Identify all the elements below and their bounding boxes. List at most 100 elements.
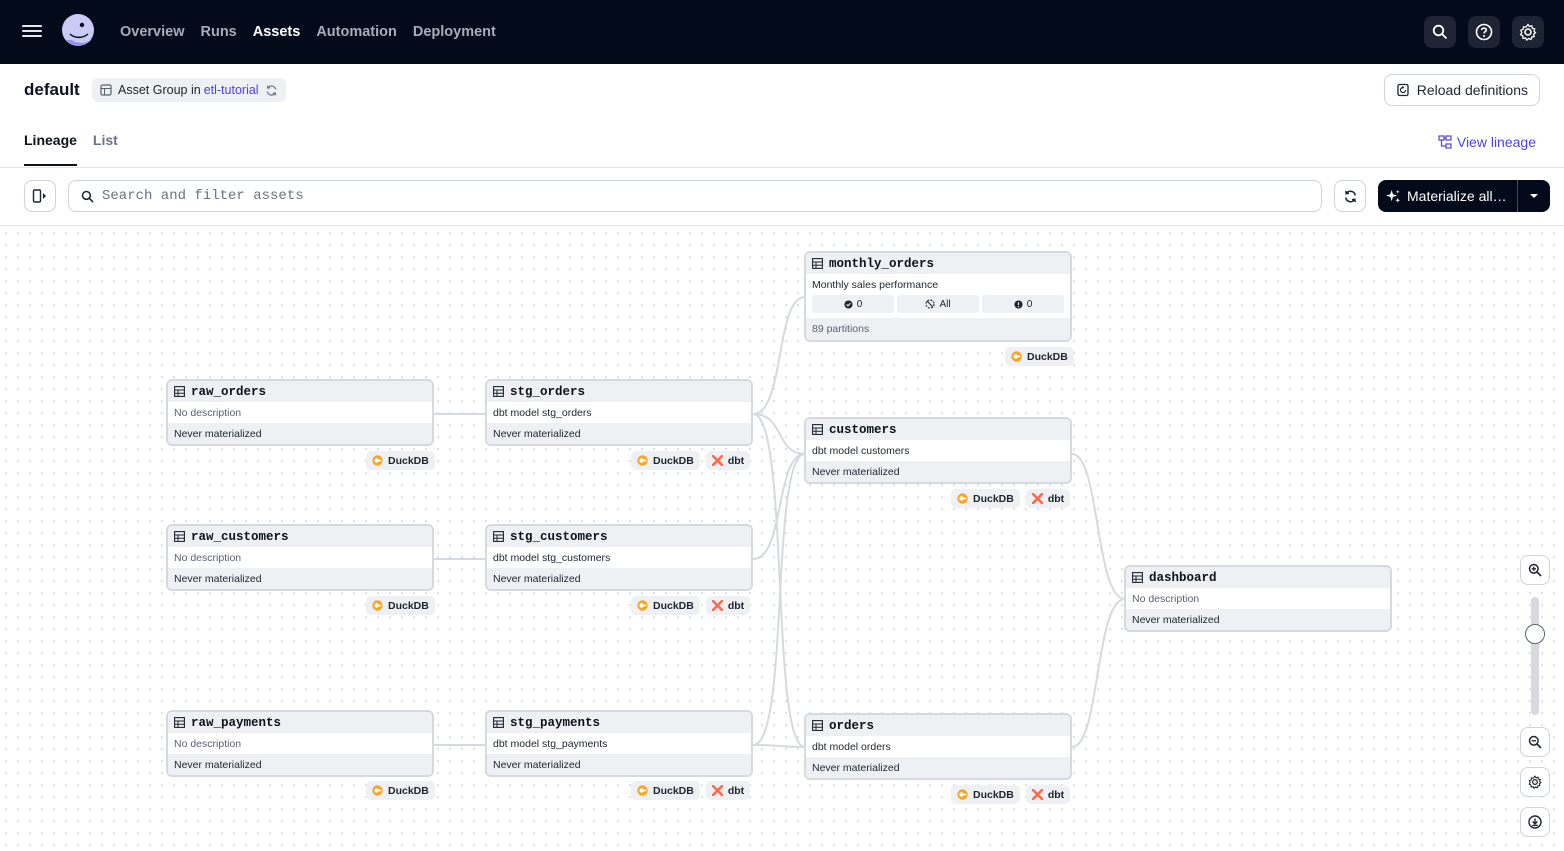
top-nav-bar: Overview Runs Assets Automation Deployme… (0, 0, 1564, 64)
asset-status: Never materialized (806, 461, 1070, 482)
settings-button[interactable] (1512, 16, 1544, 48)
search-icon (1432, 24, 1448, 40)
asset-name[interactable]: customers (829, 422, 897, 437)
download-button[interactable] (1520, 807, 1550, 837)
asset-name[interactable]: raw_customers (191, 529, 289, 544)
reload-definitions-button[interactable]: Reload definitions (1383, 74, 1540, 106)
tag-duckdb: DuckDB (366, 596, 435, 615)
tag-dbt: dbt (705, 596, 751, 615)
duckdb-icon (1011, 351, 1022, 362)
download-icon (1528, 815, 1542, 829)
table-icon (812, 424, 823, 435)
view-lineage-label: View lineage (1456, 134, 1536, 150)
check-circle-icon (844, 299, 853, 309)
zoom-out-button[interactable] (1520, 727, 1550, 757)
asset-name[interactable]: raw_payments (191, 715, 282, 730)
menu-icon[interactable] (22, 22, 44, 42)
asset-node-stg_payments[interactable]: stg_payments dbt model stg_payments Neve… (485, 710, 753, 777)
graph-settings-button[interactable] (1520, 767, 1550, 797)
missing-circle-icon (925, 299, 935, 309)
duckdb-icon (372, 455, 383, 466)
tab-list[interactable]: List (92, 132, 118, 148)
asset-status: Never materialized (487, 568, 751, 589)
search-icon (81, 190, 94, 203)
asset-name[interactable]: raw_orders (191, 384, 267, 399)
table-icon (812, 258, 823, 269)
partitions-missing[interactable]: All (897, 295, 979, 313)
nav-assets[interactable]: Assets (252, 24, 301, 40)
edge-stg_orders-monthly_orders (752, 296, 806, 415)
asset-status: Never materialized (806, 757, 1070, 778)
search-input[interactable] (102, 188, 1282, 204)
nav-deployment[interactable]: Deployment (412, 24, 496, 40)
duckdb-icon (637, 455, 648, 466)
asset-node-customers[interactable]: customers dbt model customers Never mate… (804, 417, 1072, 484)
settings-icon (1519, 23, 1537, 41)
tag-duckdb: DuckDB (1005, 347, 1074, 366)
edge-orders-dashboard (1071, 598, 1126, 748)
tag-dbt: dbt (705, 451, 751, 470)
asset-status: Never materialized (487, 754, 751, 775)
dbt-icon (711, 600, 723, 611)
sparkle-icon (1386, 189, 1401, 203)
duckdb-icon (637, 785, 648, 796)
asset-node-dashboard[interactable]: dashboard No description Never materiali… (1124, 565, 1392, 632)
sidebar-toggle-button[interactable] (24, 180, 56, 212)
asset-search[interactable] (68, 180, 1322, 212)
asset-description: No description (174, 551, 242, 564)
edge-stg_payments-customers (752, 453, 806, 746)
view-lineage-link[interactable]: View lineage (1438, 134, 1536, 150)
edge-stg_orders-orders (752, 413, 806, 748)
partitions-materialized[interactable]: 0 (812, 295, 894, 313)
asset-name[interactable]: orders (829, 718, 875, 733)
asset-node-raw_orders[interactable]: raw_orders No description Never material… (166, 379, 434, 446)
page-title: default (24, 80, 80, 99)
nav-automation[interactable]: Automation (316, 24, 397, 40)
materialize-all-button[interactable]: Materialize all… (1378, 180, 1550, 212)
asset-node-raw_customers[interactable]: raw_customers No description Never mater… (166, 524, 434, 591)
asset-name[interactable]: monthly_orders (829, 256, 935, 271)
asset-node-stg_customers[interactable]: stg_customers dbt model stg_customers Ne… (485, 524, 753, 591)
search-button[interactable] (1424, 16, 1456, 48)
lineage-edges (434, 296, 1126, 748)
help-button[interactable] (1468, 16, 1500, 48)
asset-node-raw_payments[interactable]: raw_payments No description Never materi… (166, 710, 434, 777)
asset-name[interactable]: stg_payments (510, 715, 601, 730)
lineage-graph-canvas[interactable]: raw_orders No description Never material… (0, 227, 1564, 851)
asset-name[interactable]: stg_customers (510, 529, 608, 544)
reload-icon (1397, 83, 1409, 97)
nav-runs[interactable]: Runs (200, 24, 237, 40)
refresh-button[interactable] (1334, 180, 1366, 212)
dagster-logo[interactable] (58, 12, 98, 52)
zoom-slider-handle[interactable] (1525, 624, 1545, 644)
partitions-failed[interactable]: 0 (982, 295, 1064, 313)
zoom-slider-track[interactable] (1531, 597, 1539, 715)
tag-duckdb: DuckDB (631, 451, 700, 470)
duckdb-icon (372, 600, 383, 611)
tag-duckdb: DuckDB (951, 489, 1020, 508)
settings-icon (1528, 775, 1542, 789)
duckdb-icon (372, 785, 383, 796)
dbt-icon (1031, 493, 1043, 504)
code-location-link[interactable]: etl-tutorial (203, 83, 259, 97)
tab-lineage[interactable]: Lineage (24, 132, 77, 166)
materialize-dropdown[interactable] (1518, 180, 1550, 212)
materialize-main[interactable]: Materialize all… (1378, 180, 1518, 212)
asset-description: dbt model stg_orders (493, 406, 592, 419)
asset-status: Never materialized (1126, 609, 1390, 630)
refresh-icon (1344, 190, 1356, 202)
table-icon (493, 386, 504, 397)
zoom-in-button[interactable] (1520, 555, 1550, 585)
tag-duckdb: DuckDB (631, 596, 700, 615)
asset-name[interactable]: dashboard (1149, 570, 1217, 585)
reload-location-icon[interactable] (265, 84, 278, 97)
asset-node-monthly_orders[interactable]: monthly_orders Monthly sales performance… (804, 251, 1072, 342)
asset-name[interactable]: stg_orders (510, 384, 586, 399)
edge-stg_orders-customers (752, 413, 806, 455)
asset-node-stg_orders[interactable]: stg_orders dbt model stg_orders Never ma… (485, 379, 753, 446)
asset-node-orders[interactable]: orders dbt model orders Never materializ… (804, 713, 1072, 780)
dbt-icon (711, 785, 723, 796)
nav-overview[interactable]: Overview (120, 24, 185, 40)
tag-duckdb: DuckDB (951, 785, 1020, 804)
tag-dbt: dbt (1025, 489, 1071, 508)
